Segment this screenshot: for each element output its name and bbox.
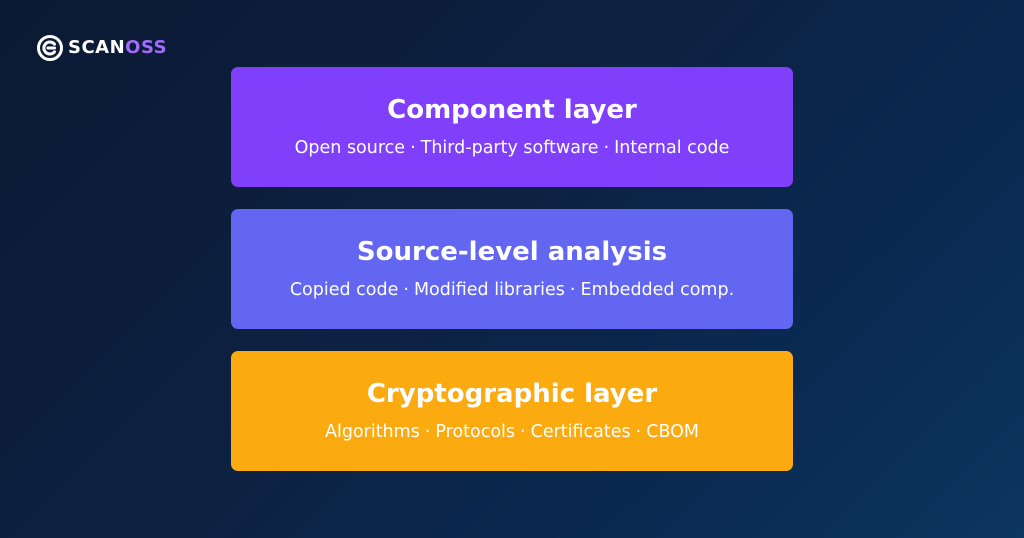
item-separator: · xyxy=(403,280,409,300)
item-separator: · xyxy=(424,422,431,442)
layer-item: Protocols xyxy=(435,422,516,442)
layer-cryptographic: Cryptographic layer Algorithms · Protoco… xyxy=(231,351,793,471)
layer-item: CBOM xyxy=(646,422,700,442)
layer-item: Internal code xyxy=(614,138,730,158)
logo-wordmark-oss: OSS xyxy=(125,37,168,58)
logo-wordmark-scan: SCAN xyxy=(68,37,126,58)
layer-items: Open source · Third-party software · Int… xyxy=(295,136,730,160)
item-separator: · xyxy=(635,422,642,442)
logo-wordmark: SCANOSS xyxy=(68,34,167,62)
layer-item: Third-party software xyxy=(420,138,599,158)
scanoss-logo: SCANOSS xyxy=(36,34,167,62)
layer-item: Copied code xyxy=(289,280,399,300)
layer-item: Open source xyxy=(294,138,406,158)
layer-item: Certificates xyxy=(530,422,631,442)
layer-title: Source-level analysis xyxy=(356,237,668,267)
layer-component: Component layer Open source · Third-part… xyxy=(231,67,793,187)
item-separator: · xyxy=(520,422,526,442)
item-separator: · xyxy=(410,138,416,158)
layer-title: Component layer xyxy=(387,95,637,125)
item-separator: · xyxy=(569,280,576,300)
layer-items: Algorithms · Protocols · Certificates · … xyxy=(325,420,699,444)
layer-item: Modified libraries xyxy=(413,280,565,300)
item-separator: · xyxy=(603,138,610,158)
layer-item: Algorithms xyxy=(324,422,420,442)
layer-item: Embedded comp. xyxy=(580,280,735,300)
layer-items: Copied code · Modified libraries · Embed… xyxy=(290,278,734,302)
scanoss-logo-icon xyxy=(37,35,63,61)
layer-title: Cryptographic layer xyxy=(366,379,658,409)
layer-source-level: Source-level analysis Copied code · Modi… xyxy=(231,209,793,329)
